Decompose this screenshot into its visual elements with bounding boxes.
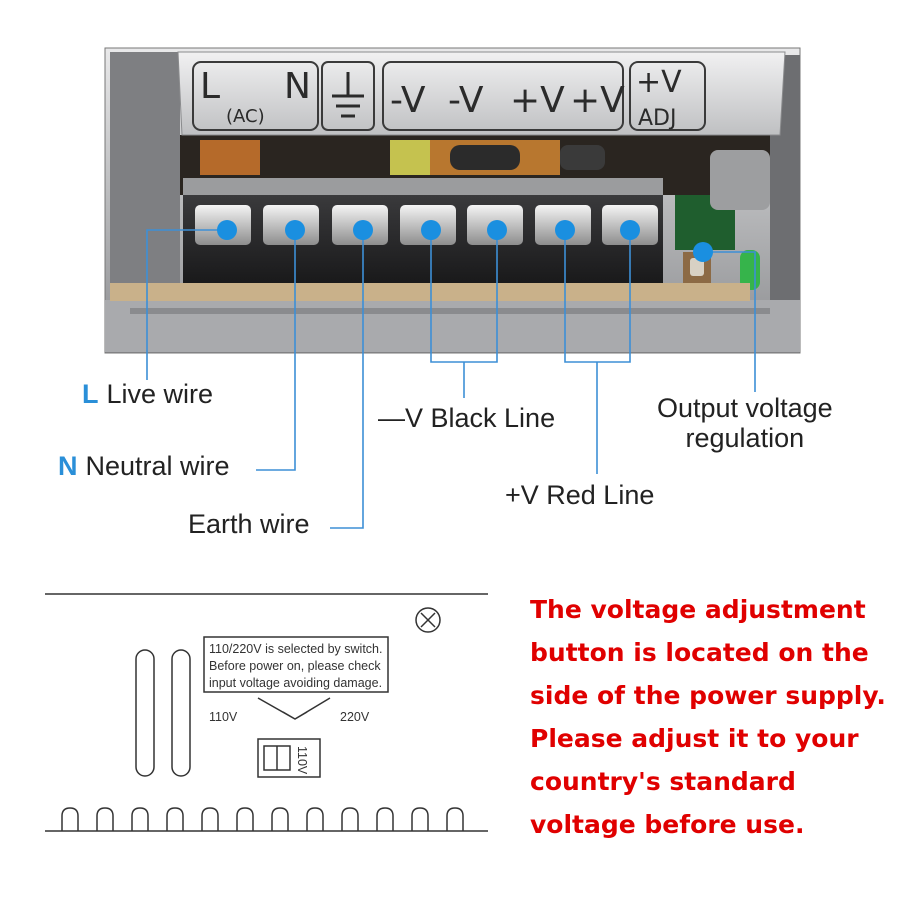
plate-ac-text: (AC) — [226, 106, 265, 127]
warning-line-3: side of the power supply. — [530, 681, 886, 710]
power-supply-illustration: L (AC) N -V -V +V +V +V ADJ — [104, 47, 801, 529]
vent-slot-left — [135, 649, 155, 777]
leader-lines — [146, 229, 756, 529]
voltage-warning: The voltage adjustment button is located… — [530, 588, 895, 846]
note-box — [203, 636, 389, 693]
label-neutral-text: Neutral wire — [85, 451, 230, 481]
marker-minus-2 — [487, 220, 507, 240]
label-output-adjust: Output voltage regulation — [657, 395, 833, 452]
warning-line-6: voltage before use. — [530, 810, 805, 839]
vent-slot-right — [171, 649, 191, 777]
label-live-text: Live wire — [106, 379, 214, 409]
label-neutral-key: N — [58, 451, 78, 481]
side-panel-drawing: 110/220V is selected by switch. Before p… — [45, 593, 488, 832]
warning-line-5: country's standard — [530, 767, 796, 796]
voltage-110-label: 110V — [209, 710, 238, 724]
warning-line-4: Please adjust it to your — [530, 724, 859, 753]
fins-row — [61, 807, 464, 831]
plate-plus-v-2: +V — [570, 80, 625, 121]
selector-arrow — [257, 697, 331, 720]
note-line-2: Before power on, please check — [209, 659, 381, 673]
marker-live — [217, 220, 237, 240]
ground-icon — [332, 72, 364, 118]
plate-minus-v-1: -V — [390, 80, 426, 121]
internal-components — [200, 140, 770, 290]
plate-plus-v-1: +V — [510, 80, 565, 121]
label-live-key: L — [82, 379, 99, 409]
switch-label: 110V — [295, 746, 309, 775]
terminal-label-plate: L (AC) N -V -V +V +V +V ADJ — [177, 51, 786, 136]
voltage-220-label: 220V — [340, 710, 370, 724]
leader-neutral — [256, 230, 296, 471]
marker-earth — [353, 220, 373, 240]
marker-neutral — [285, 220, 305, 240]
marker-plus-2 — [620, 220, 640, 240]
leader-live — [146, 229, 227, 380]
warning-line-1: The voltage adjustment — [530, 595, 866, 624]
plate-l-text: L — [200, 66, 220, 107]
label-earth: Earth wire — [188, 509, 310, 539]
marker-adjust — [693, 242, 713, 262]
plate-adj-top: +V — [636, 65, 682, 100]
plate-minus-v-2: -V — [448, 80, 484, 121]
label-black-line: —V Black Line — [378, 403, 556, 433]
marker-minus-1 — [421, 220, 441, 240]
leader-adjust — [703, 251, 756, 392]
warning-line-2: button is located on the — [530, 638, 869, 667]
plate-n-text: N — [284, 66, 311, 107]
voltage-switch — [257, 738, 321, 778]
terminal-screws — [195, 205, 658, 245]
marker-plus-1 — [555, 220, 575, 240]
note-line-1: 110/220V is selected by switch. — [209, 642, 382, 656]
screw-icon — [415, 607, 441, 633]
leader-earth — [330, 230, 364, 529]
label-red-line: +V Red Line — [505, 480, 655, 510]
plate-adj-bottom: ADJ — [638, 106, 676, 131]
label-output-adjust-line1: Output voltage — [657, 393, 833, 423]
label-output-adjust-line2: regulation — [685, 423, 805, 453]
note-line-3: input voltage avoiding damage. — [209, 676, 382, 690]
terminal-markers — [217, 220, 713, 262]
